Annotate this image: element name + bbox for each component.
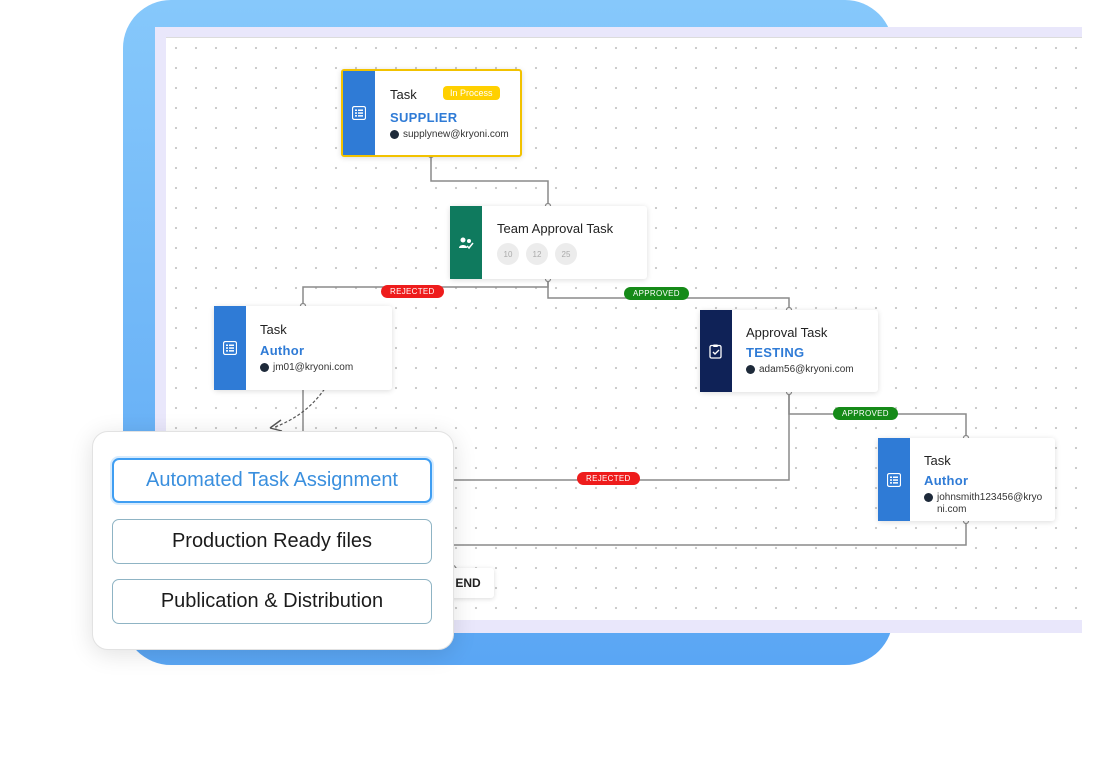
node-supplier-task[interactable]: Task In Process SUPPLIER supplynew@kryon…: [341, 69, 522, 157]
node-assignee: johnsmith123456@kryoni.com: [924, 492, 1046, 516]
node-author-task-2[interactable]: Task Author johnsmith123456@kryoni.com: [878, 438, 1055, 521]
node-assignee: supplynew@kryoni.com: [390, 129, 509, 140]
node-email: johnsmith123456@kryoni.com: [937, 492, 1043, 515]
rejected-label: REJECTED: [577, 472, 640, 485]
node-title: Task: [260, 322, 287, 337]
list-icon: [214, 306, 246, 390]
arrow-head-icon: [269, 419, 283, 432]
list-icon: [878, 438, 910, 521]
node-title: Task: [924, 453, 951, 468]
approved-label: APPROVED: [833, 407, 898, 420]
edge-author2-end: [453, 521, 967, 546]
node-role: Author: [924, 473, 969, 488]
edge-supplier-team: [430, 157, 549, 206]
option-production-ready-files[interactable]: Production Ready files: [112, 519, 432, 564]
user-icon: [746, 365, 755, 374]
user-icon: [390, 130, 399, 139]
node-email: adam56@kryoni.com: [759, 364, 854, 375]
node-role: SUPPLIER: [390, 110, 458, 125]
node-email: jm01@kryoni.com: [273, 362, 354, 373]
feature-card: Automated Task Assignment Production Rea…: [92, 431, 454, 650]
node-title: Approval Task: [746, 325, 828, 340]
node-title: Team Approval Task: [497, 221, 614, 236]
user-icon: [924, 493, 933, 502]
node-assignee: adam56@kryoni.com: [746, 364, 854, 375]
count-badge: 12: [526, 243, 548, 265]
node-role: TESTING: [746, 345, 805, 360]
node-role: Author: [260, 343, 305, 358]
approved-label: APPROVED: [624, 287, 689, 300]
node-author-task[interactable]: Task Author jm01@kryoni.com: [214, 306, 392, 390]
approval-icon: [700, 310, 732, 392]
count-badge: 10: [497, 243, 519, 265]
node-approval-task[interactable]: Approval Task TESTING adam56@kryoni.com: [700, 310, 878, 392]
node-team-approval[interactable]: Team Approval Task 10 12 25: [450, 206, 647, 279]
count-badge: 25: [555, 243, 577, 265]
rejected-label: REJECTED: [381, 285, 444, 298]
team-icon: [450, 206, 482, 279]
option-publication-distribution[interactable]: Publication & Distribution: [112, 579, 432, 624]
list-icon: [343, 71, 375, 155]
node-email: supplynew@kryoni.com: [403, 129, 509, 140]
node-assignee: jm01@kryoni.com: [260, 362, 353, 373]
option-automated-task-assignment[interactable]: Automated Task Assignment: [112, 458, 432, 503]
status-badge: In Process: [443, 86, 500, 100]
node-title: Task: [390, 87, 417, 102]
user-icon: [260, 363, 269, 372]
